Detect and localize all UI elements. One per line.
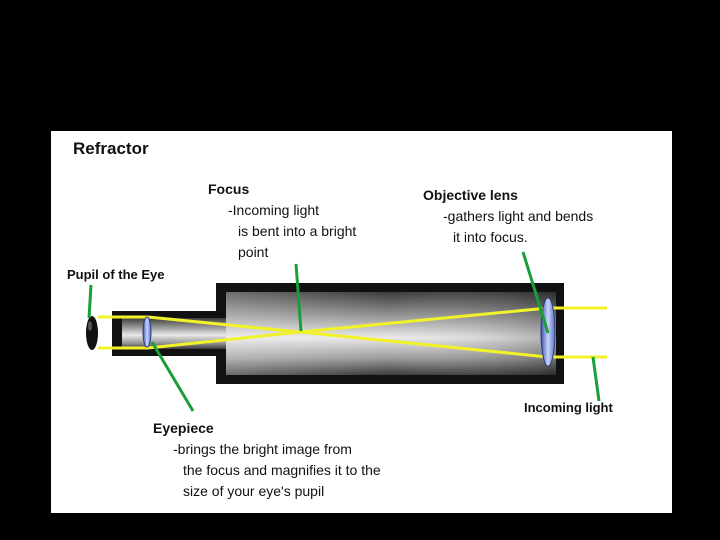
light-rays [98, 306, 607, 359]
eyepiece-label: Eyepiece -brings the bright image from t… [153, 418, 381, 502]
objective-lens-label: Objective lens -gathers light and bends … [423, 185, 593, 248]
eyepiece-line-2: the focus and magnifies it to the [183, 462, 381, 478]
objective-heading: Objective lens [423, 187, 518, 203]
focus-line-2: is bent into a bright [238, 223, 357, 239]
eye-pupil-highlight [88, 321, 92, 331]
eye-pupil [86, 316, 98, 350]
focus-line-1: -Incoming light [228, 202, 320, 218]
focus-line-3: point [238, 244, 269, 260]
pupil-label: Pupil of the Eye [67, 267, 165, 282]
objective-line-2: it into focus. [453, 229, 528, 245]
focus-label: Focus -Incoming light is bent into a bri… [208, 179, 356, 263]
pointer-lines [87, 251, 601, 412]
eyepiece-line-1: -brings the bright image from [173, 441, 352, 457]
diagram-title: Refractor [73, 139, 149, 158]
focus-heading: Focus [208, 181, 250, 197]
eyepiece-heading: Eyepiece [153, 420, 214, 436]
eyepiece-line-3: size of your eye's pupil [183, 483, 325, 499]
eyepiece-lens [142, 316, 152, 348]
objective-line-1: -gathers light and bends [443, 208, 594, 224]
incoming-light-label: Incoming light [524, 400, 613, 415]
